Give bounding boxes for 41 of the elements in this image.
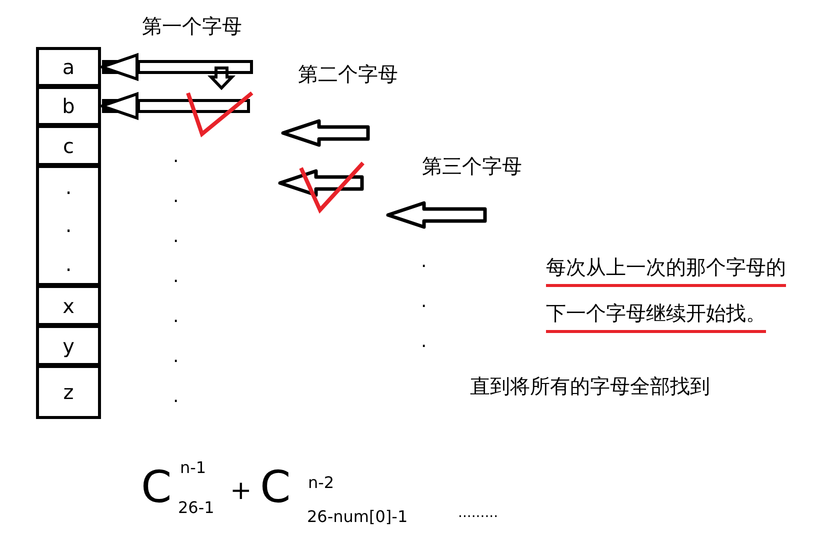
letter-text: y	[62, 336, 74, 356]
letter-cell	[36, 125, 101, 166]
letter-text: .	[65, 177, 72, 198]
letter-cell	[36, 165, 101, 286]
ellipsis-dot: .	[173, 186, 179, 208]
formula-subscript: 26-num[0]-1	[307, 507, 408, 526]
hollow-arrow	[100, 92, 250, 120]
ellipsis-dot: .	[421, 251, 427, 273]
letter-text: a	[62, 57, 75, 77]
formula-symbol: C	[141, 466, 172, 510]
letter-text: x	[62, 296, 74, 316]
note-text: 直到将所有的字母全部找到	[470, 374, 710, 398]
ellipsis-dot: .	[173, 226, 179, 248]
ellipsis-dot: .	[173, 266, 179, 288]
formula-superscript: n-2	[308, 473, 334, 492]
formula-ellipsis: .........	[458, 505, 498, 522]
note-text: 每次从上一次的那个字母的下一个字母继续开始找。	[546, 254, 787, 327]
formula-subscript: 26-1	[178, 498, 214, 518]
letter-text: .	[65, 254, 72, 274]
ellipsis-dot: .	[421, 331, 427, 353]
letter-cell	[36, 47, 101, 87]
letter-text: z	[63, 382, 74, 402]
letter-cell	[36, 365, 101, 419]
ellipsis-dot: .	[173, 306, 179, 328]
step-heading: 第一个字母	[142, 14, 242, 38]
ellipsis-dot: .	[173, 146, 179, 168]
letter-cell	[36, 86, 101, 126]
letter-text: .	[65, 215, 72, 236]
letter-cell	[36, 285, 101, 326]
ellipsis-dot: .	[421, 291, 427, 313]
step-heading: 第二个字母	[298, 62, 398, 86]
step-heading: 第三个字母	[422, 154, 522, 178]
formula-operator: +	[230, 476, 252, 508]
letter-text: c	[63, 136, 74, 156]
formula-symbol: C	[260, 466, 291, 510]
hollow-arrow	[100, 54, 253, 80]
letter-cell	[36, 325, 101, 366]
ellipsis-dot: .	[173, 346, 179, 368]
ellipsis-dot: .	[173, 386, 179, 408]
formula-superscript: n-1	[180, 458, 206, 478]
letter-text: b	[62, 96, 75, 116]
